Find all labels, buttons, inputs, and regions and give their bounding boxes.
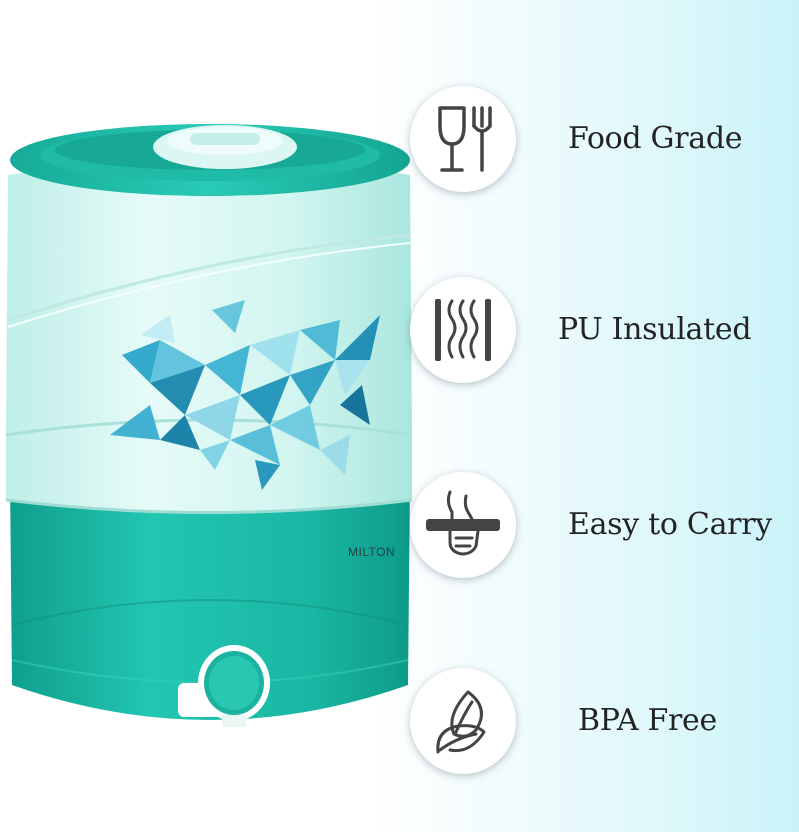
tap-logo-text: MILTON	[219, 786, 249, 795]
feature-icon-circle	[410, 277, 516, 383]
hand-grip-icon	[426, 490, 500, 556]
feature-label: Food Grade	[568, 121, 743, 156]
feature-bpa-free: BPA Free	[410, 668, 790, 778]
feature-label: PU Insulated	[558, 312, 752, 347]
water-jug-image: MILTON MILTON	[0, 105, 440, 795]
leaf-icon	[436, 690, 486, 754]
feature-label: BPA Free	[578, 703, 717, 738]
water-jug-illustration	[5, 124, 413, 727]
feature-pu-insulated: PU Insulated	[410, 277, 790, 387]
fish-artwork	[110, 300, 380, 490]
feature-icon-circle	[410, 472, 516, 578]
heat-waves-icon	[435, 299, 491, 361]
tap-spout	[178, 645, 270, 727]
glass-fork-icon	[438, 106, 492, 172]
feature-food-grade: Food Grade	[410, 86, 790, 196]
feature-icon-circle	[410, 668, 516, 774]
feature-easy-to-carry: Easy to Carry	[410, 472, 790, 582]
feature-label: Easy to Carry	[568, 507, 772, 542]
feature-icon-circle	[410, 86, 516, 192]
brand-logo-text: MILTON	[348, 545, 396, 559]
